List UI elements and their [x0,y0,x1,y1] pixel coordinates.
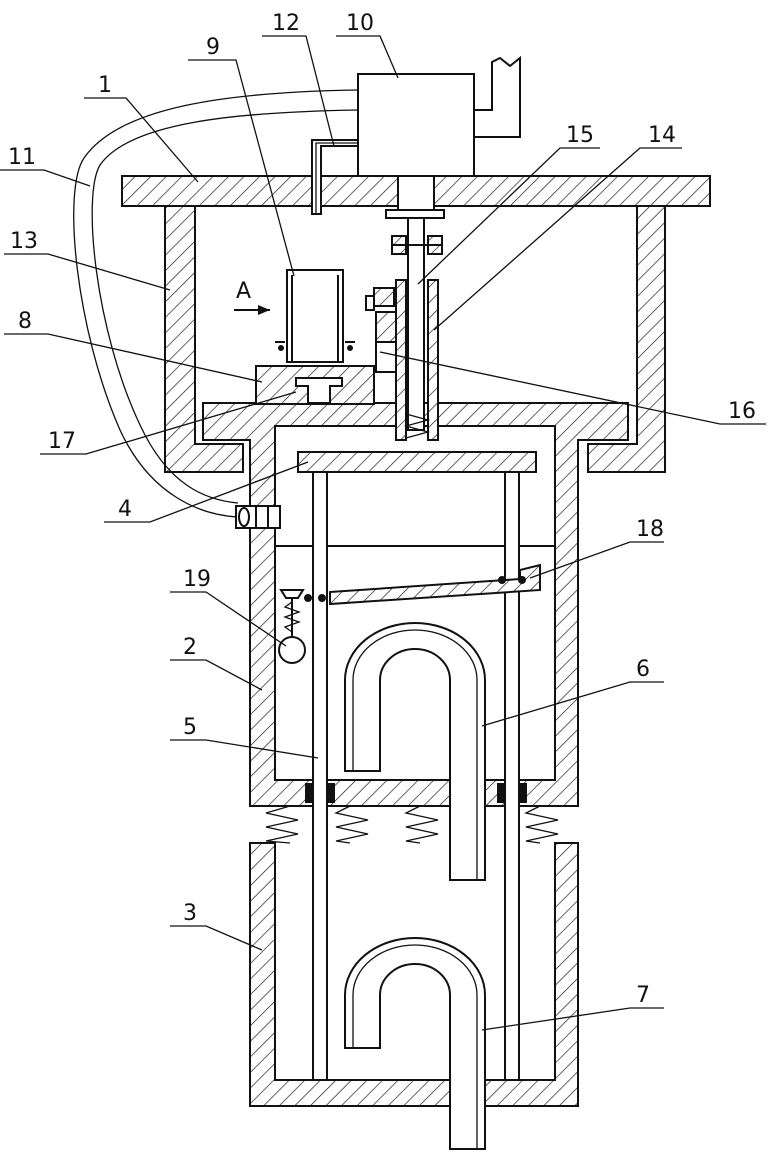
seal [520,783,527,803]
drive-shaft [408,218,424,430]
motor-box [358,74,474,176]
label-1: 1 [98,73,112,98]
u-pipe-upper [345,623,485,880]
clamp-block [376,342,396,372]
label-18: 18 [636,517,664,542]
sample-container [287,270,343,362]
label-8: 8 [18,309,32,334]
spring [266,806,298,843]
sleeve-left [396,280,406,440]
label-2: 2 [183,635,197,660]
label-19: 19 [183,567,211,592]
piston-plate [298,452,536,472]
motor-shaft-housing [398,176,434,210]
label-13: 13 [10,229,38,254]
label-3: 3 [183,901,197,926]
u-pipe-lower [345,938,485,1149]
label-12: 12 [272,11,300,36]
seal [305,783,312,803]
lower-cylinder [250,843,578,1106]
float-switch [281,590,303,598]
label-17: 17 [48,429,76,454]
seal [497,783,504,803]
spring [336,806,368,843]
seal [328,783,335,803]
spring [406,806,438,843]
label-6: 6 [636,657,650,682]
spring [526,806,558,843]
shaft-flange [386,210,444,218]
piston-rod-left [313,472,327,1080]
label-5: 5 [183,715,197,740]
label-16: 16 [728,399,756,424]
label-11: 11 [8,145,36,170]
label-7: 7 [636,983,650,1008]
label-14: 14 [648,123,676,148]
label-15: 15 [566,123,594,148]
label-10: 10 [346,11,374,36]
label-9: 9 [206,35,220,60]
motor-bracket [474,58,520,137]
piston-rod-right [505,472,519,1080]
sleeve-right [428,280,438,440]
label-4: 4 [118,497,132,522]
view-label: A [236,279,251,304]
float-ball [279,637,305,663]
